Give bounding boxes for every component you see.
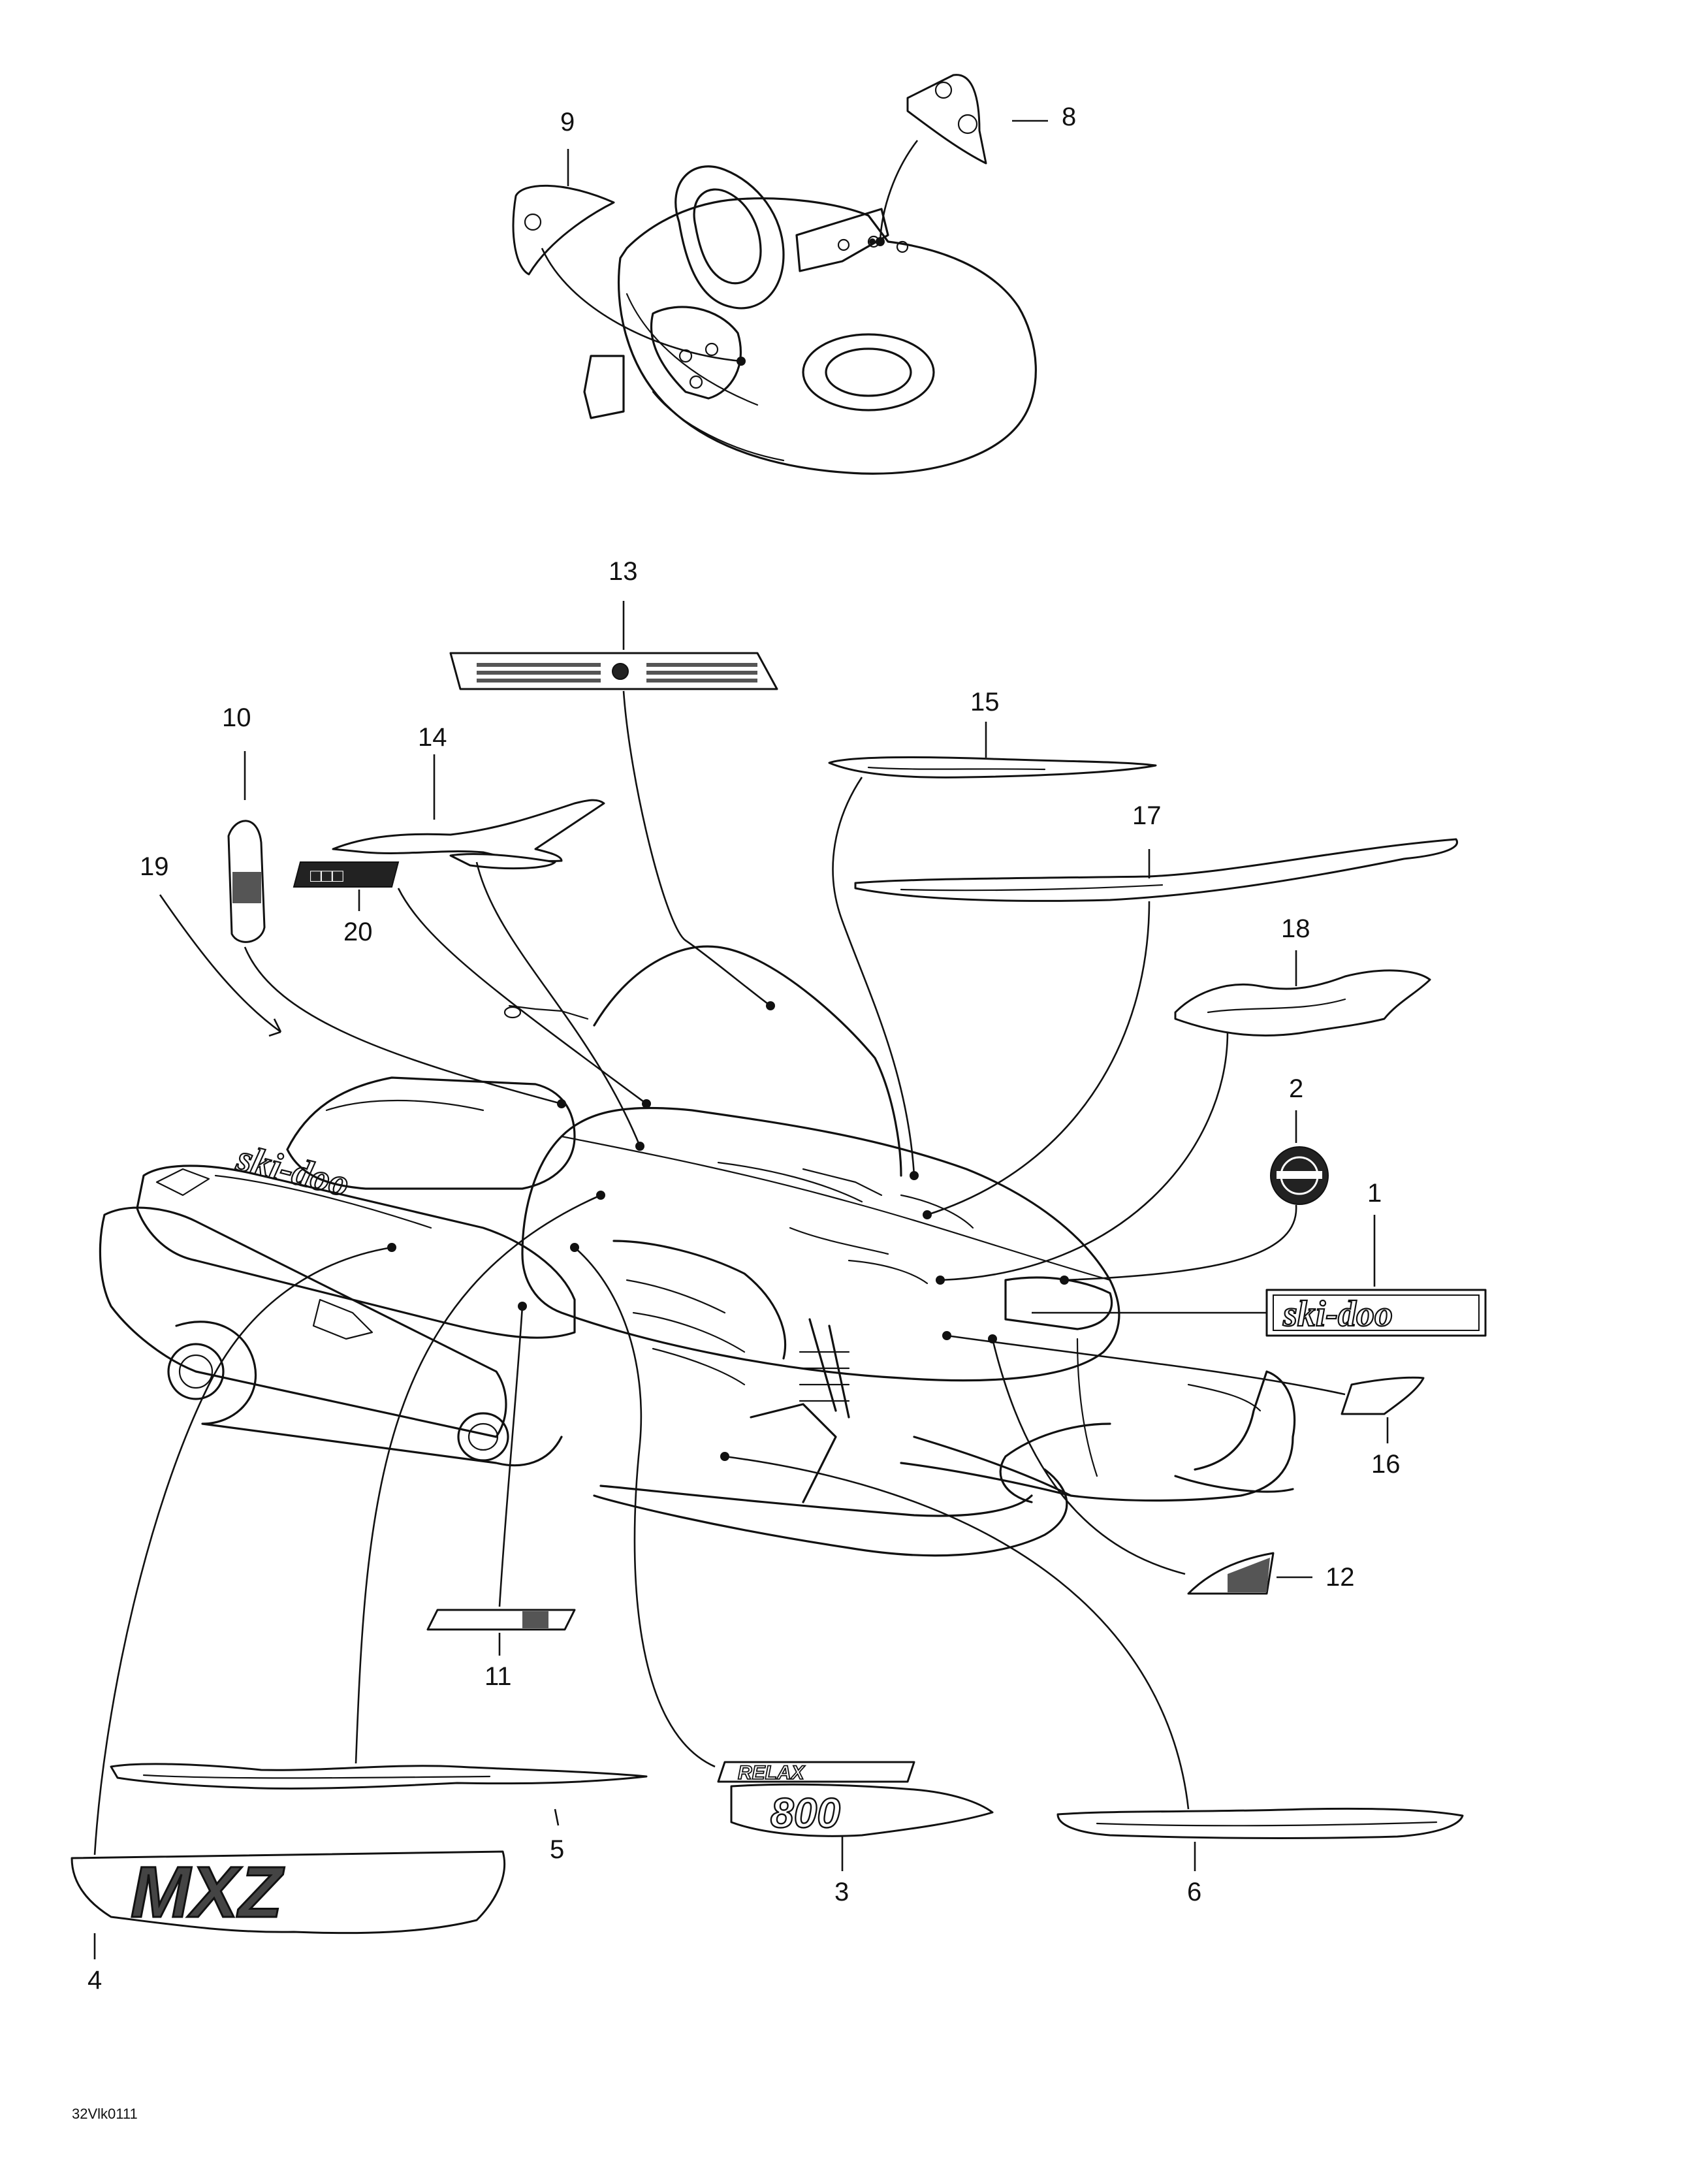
decal-14-wing — [332, 799, 605, 870]
decal-6-stripe — [1056, 1807, 1464, 1839]
decal-4-mxz-text: MXZ — [131, 1852, 285, 1933]
callout-labels: 8 9 13 10 14 15 17 19 20 18 2 1 16 12 11… — [87, 103, 1401, 1995]
callout-13: 13 — [609, 557, 638, 586]
callout-18: 18 — [1281, 914, 1310, 943]
decal-2-gear-logo — [1270, 1146, 1329, 1205]
decal-8-console — [906, 74, 987, 165]
callout-12: 12 — [1325, 1563, 1355, 1592]
callout-15: 15 — [970, 688, 1000, 716]
decal-15-stripe — [828, 756, 1157, 779]
callout-8: 8 — [1062, 103, 1076, 131]
leader-lines — [93, 120, 1389, 1959]
decal-20-badge: □□□ — [293, 861, 400, 888]
snowmobile-body: ski-doo — [99, 945, 1296, 1557]
callout-10: 10 — [222, 703, 251, 732]
decal-1-text: ski-doo — [1282, 1294, 1393, 1334]
callout-19: 19 — [140, 852, 169, 881]
callout-3: 3 — [834, 1878, 849, 1906]
decal-9-console — [512, 184, 615, 276]
decal-17-stripe — [854, 838, 1458, 902]
callout-2: 2 — [1289, 1074, 1303, 1103]
dashboard-console — [583, 165, 1037, 475]
callout-6: 6 — [1187, 1878, 1201, 1906]
decal-16-triangle — [1341, 1376, 1425, 1415]
callout-20: 20 — [343, 918, 373, 946]
decal-10-strip — [227, 820, 266, 943]
callout-9: 9 — [560, 108, 575, 136]
callout-17: 17 — [1132, 801, 1162, 830]
decal-5-stripe — [110, 1763, 648, 1790]
decal-18-flame — [1174, 969, 1431, 1037]
decal-3-relax-800: RELAX 800 — [717, 1761, 994, 1837]
decal-12-triangle — [1187, 1552, 1275, 1595]
callout-4: 4 — [87, 1966, 102, 1995]
seat-ski-doo-logo: ski-doo — [232, 1136, 354, 1204]
decal-1-ski-doo: ski-doo — [1265, 1289, 1487, 1337]
callout-5: 5 — [550, 1835, 564, 1864]
reference-code: 32Vlk0111 — [72, 2106, 138, 2122]
callout-1: 1 — [1367, 1179, 1382, 1208]
svg-text:□□□: □□□ — [310, 865, 343, 886]
callout-11: 11 — [484, 1662, 512, 1691]
decal-11-strip — [426, 1609, 576, 1631]
decal-3-number-text: 800 — [770, 1790, 840, 1837]
decal-3-relax-text: RELAX — [738, 1762, 806, 1784]
callout-14: 14 — [418, 723, 447, 752]
decal-4-mxz: MXZ — [71, 1850, 506, 1935]
callout-16: 16 — [1371, 1450, 1401, 1479]
decal-13-warning-label — [449, 652, 778, 690]
